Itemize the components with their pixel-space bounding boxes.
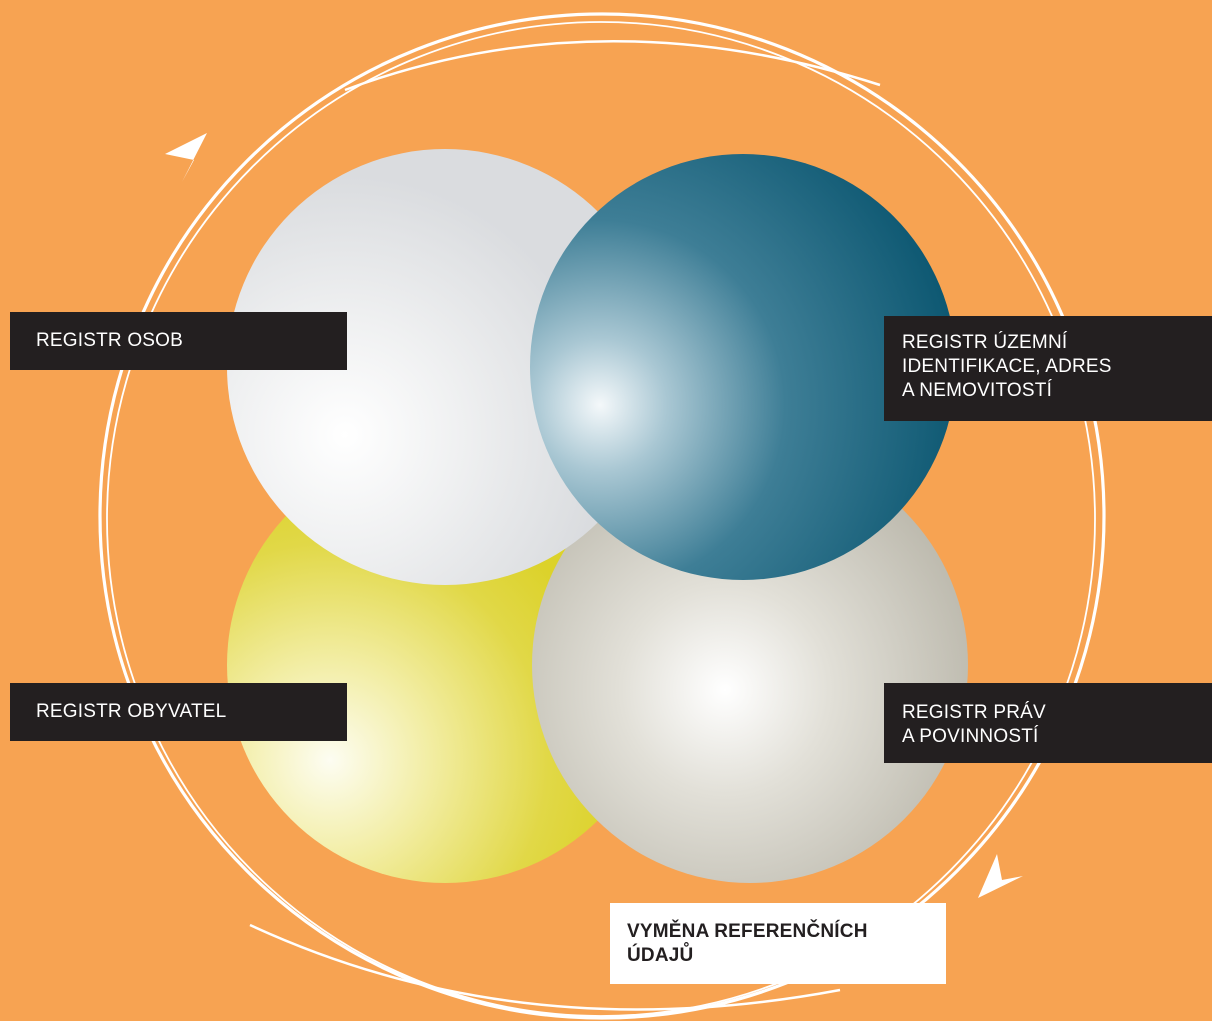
exchange-ring-stroke <box>344 40 881 92</box>
label-registr-osob: REGISTR OSOB <box>10 312 347 370</box>
label-registr-prav-a-povinnosti: REGISTR PRÁV A POVINNOSTÍ <box>884 683 1212 763</box>
arrowhead-top-left-icon <box>165 133 207 182</box>
label-registr-obyvatel: REGISTR OBYVATEL <box>10 683 347 741</box>
sphere-territorial <box>530 154 956 580</box>
sphere-rights <box>532 447 968 883</box>
label-registr-uzemni-identifikace: REGISTR ÚZEMNÍ IDENTIFIKACE, ADRES A NEM… <box>884 316 1212 421</box>
sphere-persons <box>227 149 663 585</box>
exchange-ring-outer <box>98 12 1106 1020</box>
label-vymena-referencnich-udaju: VYMĚNA REFERENČNÍCH ÚDAJŮ <box>610 903 946 984</box>
sphere-residents <box>227 447 663 883</box>
arrowhead-bottom-right-icon <box>978 854 1023 898</box>
exchange-ring-stroke <box>249 923 841 1011</box>
exchange-ring-inner <box>106 21 1096 1017</box>
